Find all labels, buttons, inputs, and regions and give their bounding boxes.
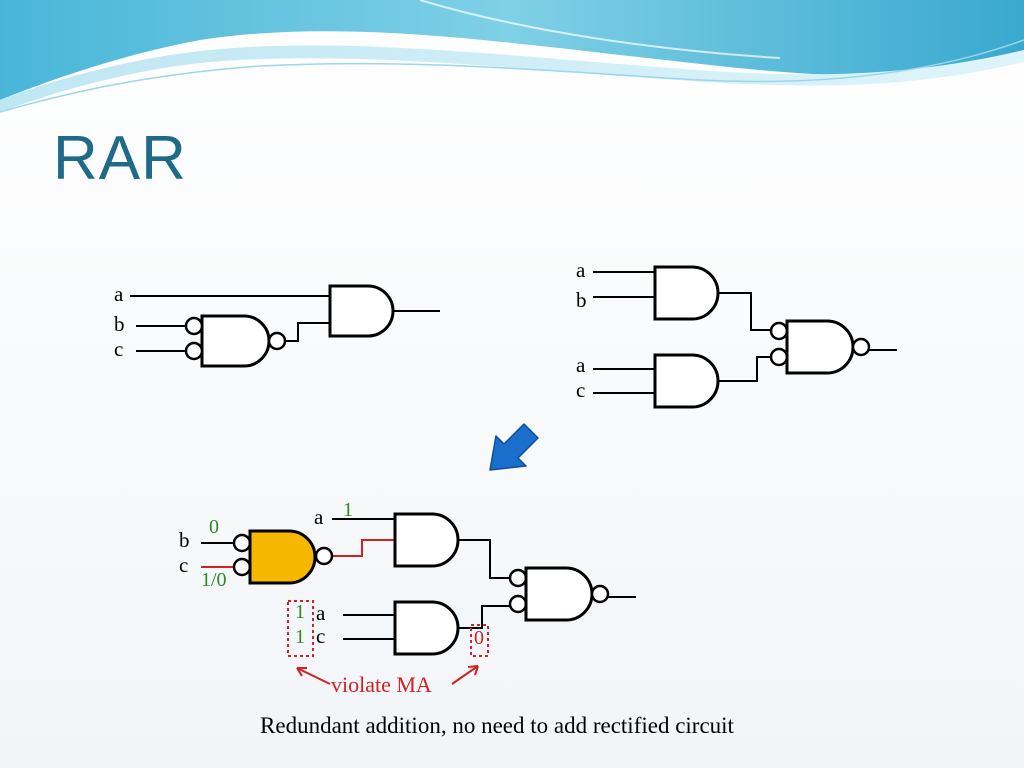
annotation-violate-ma: violate MA xyxy=(331,672,432,697)
inverter-bubble xyxy=(267,331,287,351)
value-lower-and-out: 0 xyxy=(474,627,484,649)
slide-title: RAR xyxy=(53,124,187,193)
annotation-arrow-right xyxy=(451,665,479,685)
and-gate xyxy=(393,600,460,656)
input-label-c: c xyxy=(316,624,325,648)
circuit-top-right: a b a c xyxy=(576,258,897,409)
violation-box-output xyxy=(470,624,489,657)
wire xyxy=(718,356,771,382)
input-label-b: b xyxy=(576,288,587,312)
wire xyxy=(458,539,510,579)
input-label-a: a xyxy=(114,282,124,306)
value-a-top: 1 xyxy=(343,499,353,521)
circuit-top-left: a b c xyxy=(114,282,440,368)
and-gate xyxy=(393,512,460,568)
annotation-arrow-left xyxy=(296,667,331,685)
input-label-a: a xyxy=(576,353,586,377)
and-gate xyxy=(653,353,720,409)
value-b: 0 xyxy=(209,516,219,538)
input-label-b: b xyxy=(179,528,190,552)
input-label-a: a xyxy=(576,258,586,282)
header-wave-banner xyxy=(0,0,1024,113)
and-gate xyxy=(328,284,395,338)
nand-gate xyxy=(524,566,594,622)
input-label-a: a xyxy=(316,601,326,625)
down-left-arrow-icon xyxy=(489,423,539,471)
arrowhead xyxy=(467,665,479,676)
nand-gate xyxy=(785,319,855,375)
input-label-a: a xyxy=(314,505,324,529)
wire xyxy=(718,292,771,331)
value-c: 1/0 xyxy=(201,569,227,591)
nand-gate-highlighted xyxy=(248,529,317,585)
inverter-bubble xyxy=(232,533,252,553)
inverter-bubble xyxy=(851,337,871,357)
inverter-bubble xyxy=(314,546,334,566)
arrowhead xyxy=(296,667,307,677)
inverter-bubble xyxy=(232,557,252,577)
inverter-bubble xyxy=(769,347,789,367)
wire xyxy=(286,322,330,342)
wire-fault xyxy=(333,539,395,557)
circuit-bottom: a b c a c 1 0 1/0 1 1 0 xyxy=(179,499,636,697)
value-c-mid: 1 xyxy=(295,626,305,648)
inverter-bubble xyxy=(508,594,528,614)
inverter-bubble xyxy=(508,568,528,588)
inverter-bubble xyxy=(184,316,204,336)
inverter-bubble xyxy=(184,341,204,361)
input-label-c: c xyxy=(576,378,585,402)
nand-gate xyxy=(200,314,271,368)
input-label-b: b xyxy=(114,312,125,336)
input-label-c: c xyxy=(179,553,188,577)
and-gate xyxy=(653,265,720,321)
input-label-c: c xyxy=(114,337,123,361)
inverter-bubble xyxy=(769,321,789,341)
value-a-mid: 1 xyxy=(295,601,305,623)
violation-box-inputs xyxy=(287,600,314,657)
inverter-bubble xyxy=(590,584,610,604)
slide-caption: Redundant addition, no need to add recti… xyxy=(260,713,735,738)
